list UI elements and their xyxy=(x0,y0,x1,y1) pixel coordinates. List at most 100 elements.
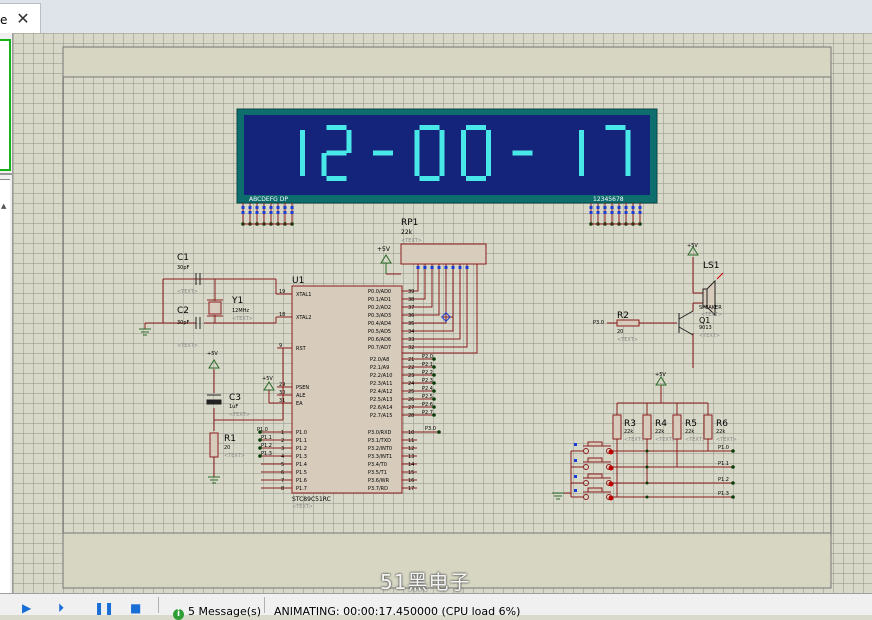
u1-microcontroller[interactable]: U1 STC89C51RC <TEXT> xyxy=(291,276,403,510)
p0-wire xyxy=(402,277,426,300)
ea-vcc-label: +5V xyxy=(262,376,273,382)
close-icon[interactable]: ✕ xyxy=(16,9,30,28)
u1-pin-number: 24 xyxy=(408,381,414,387)
c1-value: 30pF xyxy=(177,265,190,271)
c2-capacitor[interactable] xyxy=(195,317,201,329)
u1-pin-number: 26 xyxy=(408,397,414,403)
u1-pin-number: 12 xyxy=(408,446,414,452)
p1-net-label: P1.2 xyxy=(261,443,272,449)
key-button[interactable] xyxy=(571,473,617,487)
key-button[interactable] xyxy=(571,457,617,471)
r4-resistor[interactable] xyxy=(642,414,652,440)
p1-net-label: P1.3 xyxy=(261,451,272,457)
display-segment xyxy=(579,130,584,153)
u1-pin-label: P0.5/AD5 xyxy=(368,329,391,335)
pin-marker xyxy=(458,266,462,269)
play-icon[interactable]: ▶ xyxy=(22,601,32,615)
c3-capacitor[interactable] xyxy=(206,394,222,405)
scroll-up-icon[interactable]: ▲ xyxy=(1,202,7,210)
r1-resistor[interactable] xyxy=(209,432,219,458)
r6-resistor[interactable] xyxy=(703,414,713,440)
u1-pin-label: P1.4 xyxy=(296,462,307,468)
r5-resistor[interactable] xyxy=(672,414,682,440)
seven-segment-display[interactable]: ABCDEFG DP 12345678 xyxy=(236,108,658,204)
key-buttons xyxy=(571,441,617,501)
pin-junction xyxy=(432,357,436,361)
u1-pin-label: PSEN xyxy=(296,385,309,391)
pin-marker xyxy=(416,266,420,269)
u1-pin-number: 2 xyxy=(281,438,284,444)
pin-marker xyxy=(283,211,287,214)
rp1-resistor-pack[interactable]: RP1 22k <TEXT> xyxy=(400,218,487,265)
pin-marker xyxy=(617,211,621,214)
c3-value: 1uF xyxy=(229,404,238,410)
button-cap xyxy=(587,487,603,493)
key-button[interactable] xyxy=(571,487,617,501)
p30-net-label: P3.0 xyxy=(425,426,436,432)
pin-marker xyxy=(255,206,259,209)
ls1-speaker[interactable] xyxy=(702,272,724,317)
pin-marker xyxy=(631,206,635,209)
display-segment xyxy=(625,130,631,153)
pin-junction xyxy=(432,381,436,385)
u1-pin-label: P2.6/A14 xyxy=(370,405,392,411)
schematic-drawing: ABCDEFG DP 12345678 RP1 22k <TEXT> +5V U… xyxy=(62,46,832,589)
stop-icon[interactable]: ■ xyxy=(130,601,142,615)
pause-icon[interactable]: ❚❚ xyxy=(94,601,115,615)
p0-wire xyxy=(402,277,447,324)
pin-marker xyxy=(430,266,434,269)
segment-label: ABCDEFG DP xyxy=(249,196,288,203)
pin-junction xyxy=(432,405,436,409)
key-button[interactable] xyxy=(571,441,617,455)
u1-pin-label: P2.4/A12 xyxy=(370,389,392,395)
step-icon[interactable]: ⏵ xyxy=(58,601,65,615)
device-list[interactable]: ▲ ▼ xyxy=(0,179,10,610)
r6-text: <TEXT> xyxy=(716,437,737,443)
y1-ref: Y1 xyxy=(231,296,243,306)
p0-wire xyxy=(402,277,461,340)
p1-net-label: P1.0 xyxy=(257,427,268,433)
speaker-circuit xyxy=(607,257,703,368)
pin-marker xyxy=(423,266,427,269)
r2-text: <TEXT> xyxy=(617,337,638,343)
ea-vcc: +5V xyxy=(262,376,292,404)
schematic-canvas[interactable]: ABCDEFG DP 12345678 RP1 22k <TEXT> +5V U… xyxy=(13,33,872,593)
u1-text: <TEXT> xyxy=(292,504,313,510)
display-segment xyxy=(414,153,420,176)
speaker-vcc: +5V xyxy=(687,243,699,256)
u1-pin-label: EA xyxy=(296,401,303,407)
p2-net-label: P2.3 xyxy=(422,378,433,384)
panel-splitter[interactable] xyxy=(0,173,12,175)
p0-wire xyxy=(402,264,478,354)
y1-text: <TEXT> xyxy=(232,316,253,322)
pin-marker xyxy=(262,206,266,209)
u1-pin-number: 4 xyxy=(281,454,284,460)
c1-capacitor[interactable] xyxy=(195,273,201,285)
display-segment xyxy=(326,150,347,156)
pin-marker xyxy=(574,475,577,478)
display-segment xyxy=(466,176,486,181)
q1-transistor[interactable] xyxy=(678,310,694,336)
r3-resistor[interactable] xyxy=(612,414,622,440)
u1-pin-label: P3.1/TXD xyxy=(368,438,391,444)
u1-pin-label: P0.4/AD4 xyxy=(368,321,391,327)
display-segment xyxy=(486,130,491,153)
pin-marker xyxy=(465,266,469,269)
display-segment xyxy=(419,176,440,181)
display-segment xyxy=(414,130,420,153)
r1-ref: R1 xyxy=(224,434,236,444)
r2-resistor[interactable] xyxy=(616,319,640,327)
overview-window[interactable] xyxy=(0,39,11,171)
keypad-vcc: +5V xyxy=(655,372,667,386)
button-contact xyxy=(583,494,589,500)
u1-pin-label: P0.3/AD3 xyxy=(368,313,391,319)
u1-pin-number: 6 xyxy=(281,470,284,476)
button-cap xyxy=(587,457,603,463)
p2-net-label: P2.7 xyxy=(422,410,433,416)
pin-marker xyxy=(269,206,273,209)
pin-marker xyxy=(624,211,628,214)
u1-pin-number: 11 xyxy=(408,438,414,444)
schematic-tab[interactable]: e ✕ xyxy=(0,3,41,34)
